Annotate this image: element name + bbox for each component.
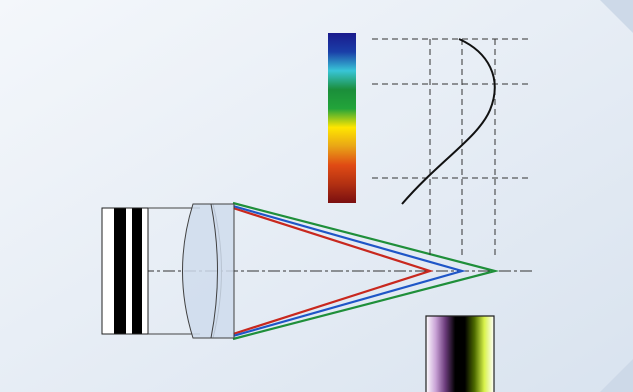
top-right-corner-accent [600,0,633,33]
focus-shift-curve [401,38,496,205]
lens-doublet [182,203,235,339]
ray-green [232,201,500,341]
object-target [101,207,149,335]
target-stripe-5 [142,208,148,334]
focus-grid [372,38,532,255]
target-stripe-1 [102,208,114,334]
spectrum-bar [328,33,356,203]
target-stripe-3 [126,208,132,334]
target-stripe-2 [114,208,126,334]
ray-red [232,206,434,336]
ray-blue [232,204,467,338]
target-stripe-4 [132,208,142,334]
target-border [101,207,149,335]
light-rays [232,201,500,341]
fringe-sample [426,316,494,392]
fringe-sample-border [425,315,495,392]
bottom-right-corner-accent [600,359,633,392]
fringe-gradient [426,316,494,392]
lens-concave-element [210,203,235,339]
